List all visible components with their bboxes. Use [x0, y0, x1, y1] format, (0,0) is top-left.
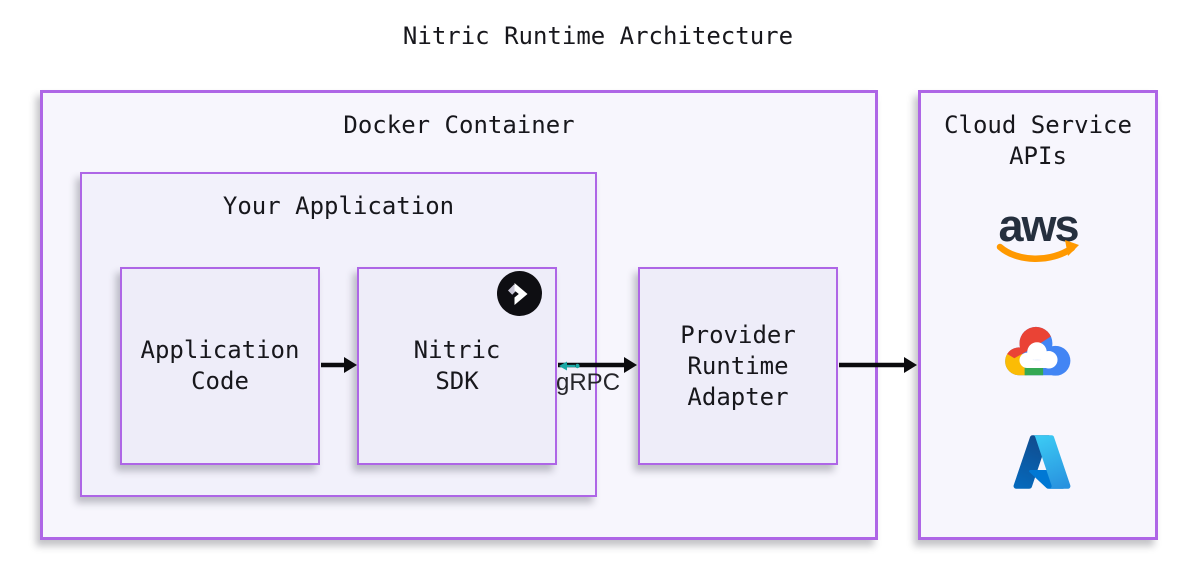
- cloud-service-apis-label: Cloud Service APIs: [944, 111, 1132, 170]
- diagram-title: Nitric Runtime Architecture: [402, 22, 794, 50]
- grpc-connection-label: gRPC: [556, 361, 646, 395]
- provider-runtime-adapter-label: Provider Runtime Adapter: [680, 320, 796, 411]
- your-application-label: Your Application: [222, 192, 455, 220]
- application-code-label: Application Code: [140, 336, 300, 395]
- docker-container-label: Docker Container: [343, 111, 575, 139]
- azure-logo: [1013, 435, 1071, 489]
- application-code-box: Application Code: [120, 267, 320, 465]
- grpc-text: gRPC: [556, 369, 621, 396]
- aws-logo: aws: [996, 203, 1080, 262]
- google-cloud-logo: [1005, 326, 1071, 376]
- provider-runtime-adapter-box: Provider Runtime Adapter: [638, 267, 838, 465]
- nitric-sdk-label: Nitric SDK: [413, 336, 501, 395]
- grpc-arrow-icon: [559, 361, 580, 371]
- nitric-logo-icon: [497, 271, 542, 316]
